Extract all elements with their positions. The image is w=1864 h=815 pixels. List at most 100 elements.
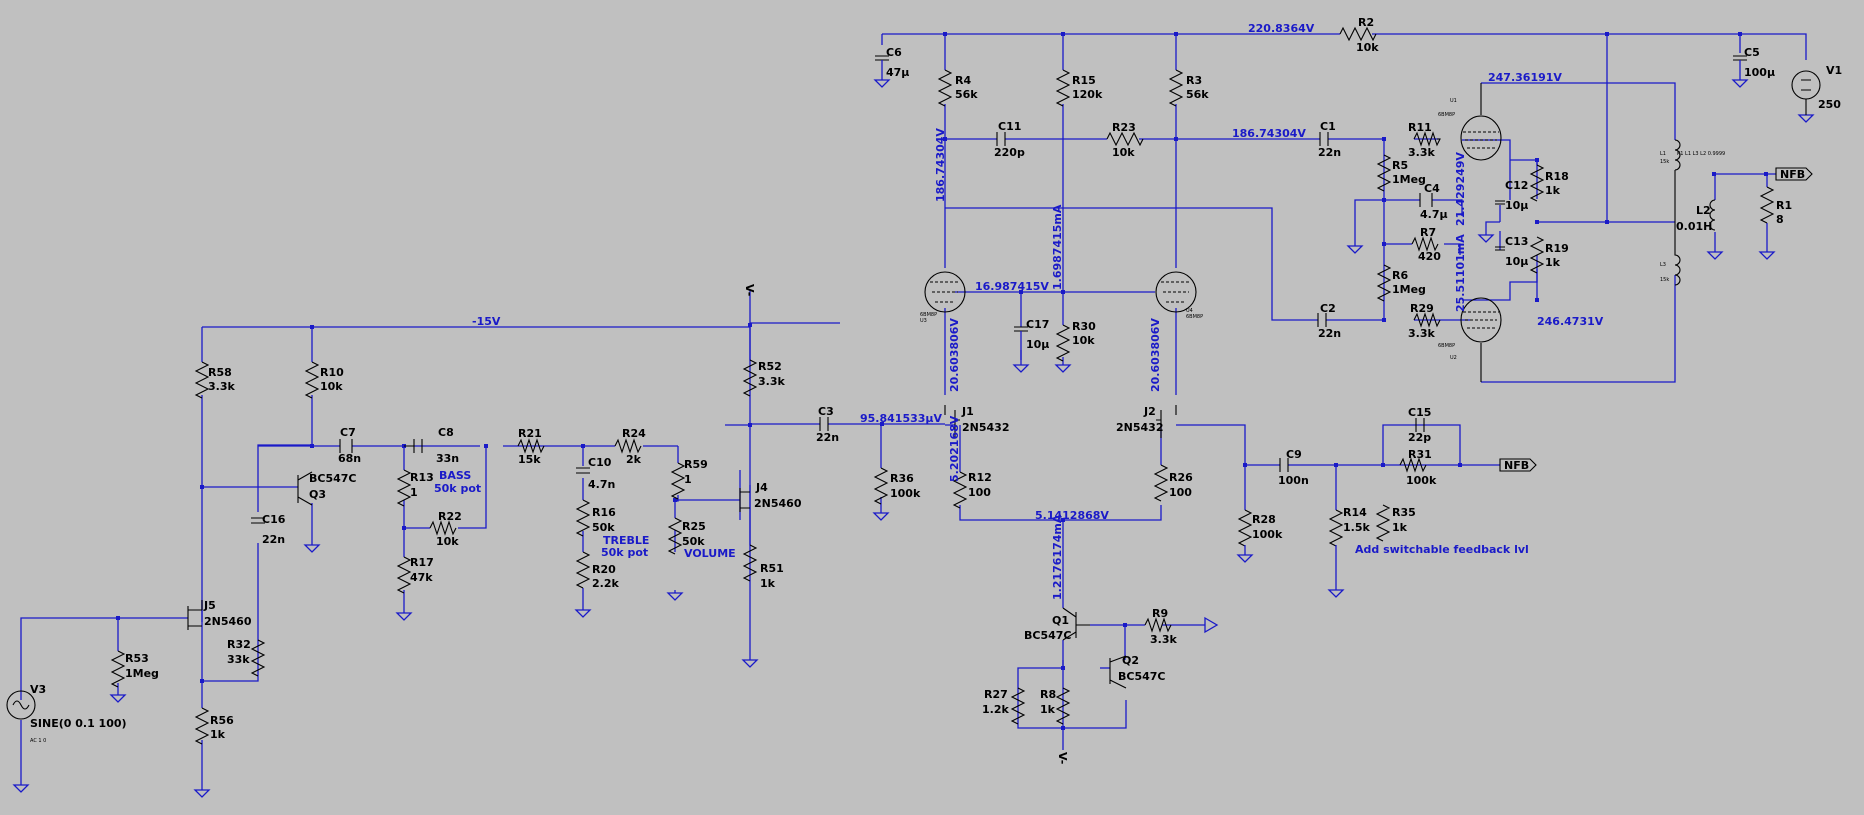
capacitor-c1 (1319, 132, 1329, 146)
label-r32-ref: R32 (227, 638, 251, 651)
component-labels: R4 56k R15 120k R3 56k R2 10k R23 10k R1… (30, 16, 1842, 744)
capacitor-symbols (251, 55, 1747, 524)
label-r6-value: 1Meg (1392, 283, 1426, 296)
label-u1-ref: U1 (1450, 98, 1457, 104)
label-r59-ref: R59 (684, 458, 708, 471)
resistor-r59 (670, 462, 686, 500)
label-q3-model: BC547C (309, 472, 357, 485)
label-r22-ref: R22 (438, 510, 462, 523)
resistor-r5 (1376, 154, 1392, 192)
transformer-symbols (1674, 139, 1716, 286)
capacitor-c3 (819, 417, 829, 431)
label-r19-ref: R19 (1545, 242, 1569, 255)
label-c10-value: 4.7n (588, 478, 615, 491)
label-c2-value: 22n (1318, 327, 1341, 340)
label-c1-value: 22n (1318, 146, 1341, 159)
capacitor-c12 (1495, 200, 1505, 205)
label-r22-value: 10k (436, 535, 459, 548)
label-r24-ref: R24 (622, 427, 646, 440)
resistor-r30 (1055, 324, 1071, 362)
label-r35-ref: R35 (1392, 506, 1416, 519)
label-r26-ref: R26 (1169, 471, 1193, 484)
resistor-r7 (1411, 236, 1439, 252)
label-r21-value: 15k (518, 453, 541, 466)
label-r17-ref: R17 (410, 556, 434, 569)
resistor-r51 (742, 544, 758, 582)
resistor-r2 (1339, 26, 1377, 42)
label-c4-ref: C4 (1424, 182, 1440, 195)
label-r9-ref: R9 (1152, 607, 1168, 620)
label-r13-ref: R13 (410, 471, 434, 484)
node-voltage-j2-drain: 20.603806V (1149, 318, 1162, 392)
label-r31-ref: R31 (1408, 448, 1432, 461)
label-r51-ref: R51 (760, 562, 784, 575)
label-r15-ref: R15 (1072, 74, 1096, 87)
label-j5-ref: J5 (203, 599, 216, 612)
junction-dots (116, 32, 1768, 730)
capacitor-c11 (996, 132, 1006, 146)
label-r8-ref: R8 (1040, 688, 1056, 701)
label-r18-value: 1k (1545, 184, 1561, 197)
resistor-r19 (1529, 236, 1545, 274)
source-symbols (6, 70, 1821, 720)
resistor-r6 (1376, 264, 1392, 302)
label-nfb-bottom: NFB (1504, 459, 1529, 472)
label-r2-ref: R2 (1358, 16, 1374, 29)
resistor-r56 (194, 707, 210, 745)
label-c16-ref: C16 (262, 513, 286, 526)
node-current-tail: 1.2176174mA (1051, 514, 1064, 600)
label-v1-ref: V1 (1826, 64, 1842, 77)
transistor-symbols (187, 405, 1177, 689)
j5-icon (187, 600, 203, 630)
label-q2-ref: Q2 (1122, 654, 1139, 667)
label-r35-value: 1k (1392, 521, 1408, 534)
label-r25-ref: R25 (682, 520, 706, 533)
resistor-r13 (396, 469, 412, 507)
label-c12-value: 10µ (1505, 199, 1528, 212)
wires (20, 33, 1807, 790)
label-r5-ref: R5 (1392, 159, 1408, 172)
label-j4-ref: J4 (755, 481, 768, 494)
label-r21-ref: R21 (518, 427, 542, 440)
resistor-r3 (1168, 69, 1184, 107)
label-c6-value: 47µ (886, 66, 909, 79)
resistor-r8 (1055, 687, 1071, 725)
capacitor-c7 (339, 439, 353, 453)
capacitor-c9 (1279, 458, 1289, 472)
v1-source-icon (1791, 70, 1821, 100)
label-r1-ref: R1 (1776, 199, 1792, 212)
label-r20-ref: R20 (592, 563, 616, 576)
label-q3-ref: Q3 (309, 488, 326, 501)
label-r2-value: 10k (1356, 41, 1379, 54)
resistor-r25 (667, 517, 683, 555)
label-c15-value: 22p (1408, 431, 1431, 444)
label-r24-value: 2k (626, 453, 642, 466)
label-v3-value: SINE(0 0.1 100) (30, 717, 127, 730)
label-c12-ref: C12 (1505, 179, 1528, 192)
label-r27-value: 1.2k (982, 703, 1009, 716)
label-feedback-note: Add switchable feedback lvl (1355, 543, 1529, 556)
label-l2-ref: L2 (1696, 204, 1711, 217)
label-c7-ref: C7 (340, 426, 356, 439)
capacitor-c10 (576, 467, 590, 474)
label-u3-model: 6BM8P (920, 312, 937, 318)
inductor-l2 (1709, 199, 1716, 231)
label-r36-ref: R36 (890, 472, 914, 485)
label-r23-ref: R23 (1112, 121, 1136, 134)
label-r26-value: 100 (1169, 486, 1192, 499)
resistor-r58 (194, 361, 210, 399)
label-r53-value: 1Meg (125, 667, 159, 680)
label-j5-model: 2N5460 (204, 615, 252, 628)
label-r31-value: 100k (1406, 474, 1437, 487)
label-r59-value: 1 (684, 473, 692, 486)
node-voltage-plate-vert: 186.74304V (934, 128, 947, 202)
node-voltage-src-common: 5.1412868V (1035, 509, 1109, 522)
label-u4-model: 6BM8P (1186, 314, 1203, 320)
resistor-r35 (1375, 504, 1391, 542)
label-k-statement: K1 L1 L3 L2 0.9999 (1677, 151, 1725, 157)
label-q1-model: BC547C (1024, 629, 1072, 642)
label-q2-model: BC547C (1118, 670, 1166, 683)
label-r36-value: 100k (890, 487, 921, 500)
label-r23-value: 10k (1112, 146, 1135, 159)
